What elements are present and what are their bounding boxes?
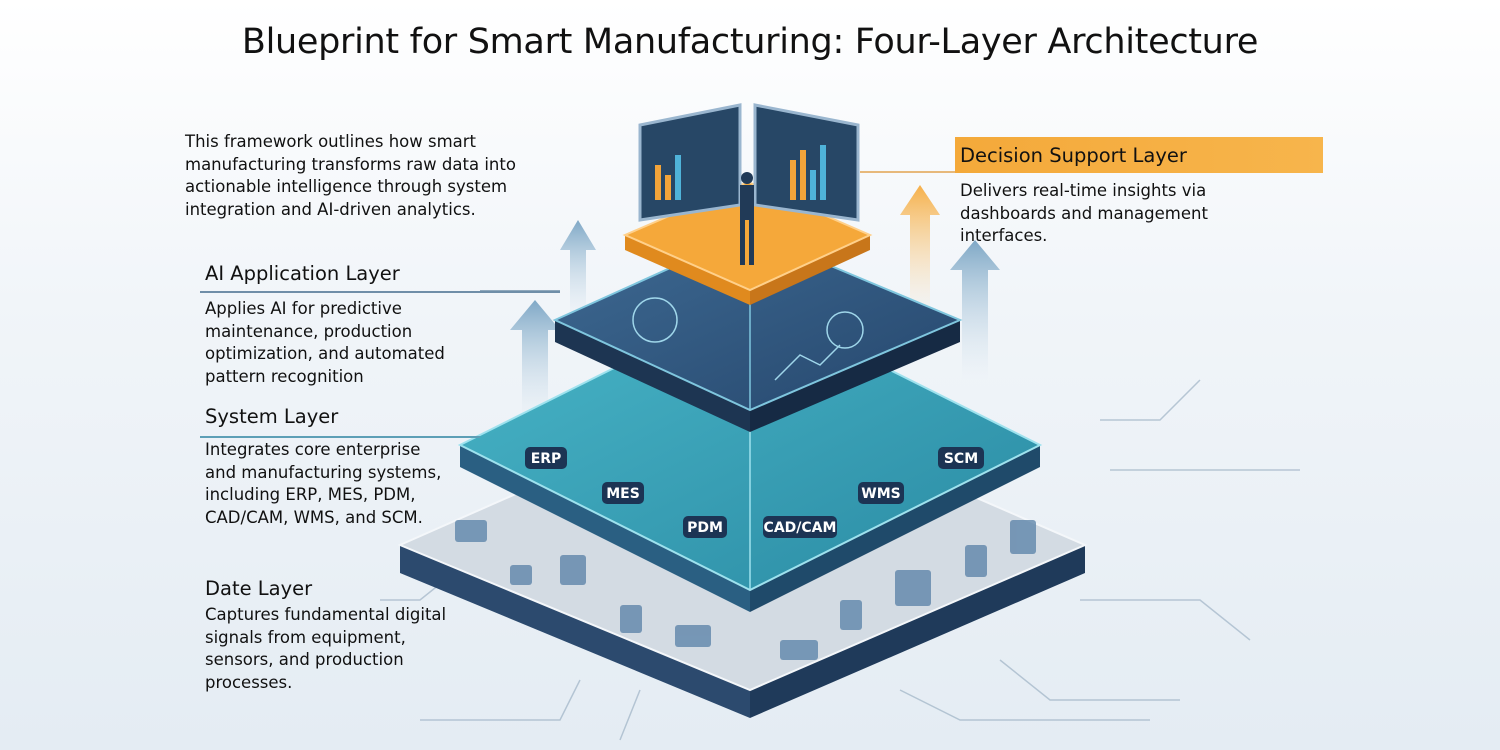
circuit-lines (380, 379, 1300, 741)
badge-label: SCM (944, 451, 978, 467)
badge-label: CAD/CAM (764, 520, 837, 536)
system-layer-divider (200, 436, 480, 438)
system-layer-heading: System Layer (205, 405, 339, 428)
system-layer-description: Integrates core enterprise and manufactu… (205, 440, 442, 527)
ai-layer-heading: AI Application Layer (205, 262, 400, 285)
badge-scm: SCM (938, 447, 984, 469)
data-layer-description: Captures fundamental digital signals fro… (205, 605, 447, 692)
decision-layer-description: Delivers real-time insights via dashboar… (960, 181, 1208, 245)
badge-label: ERP (531, 451, 562, 467)
badge-wms: WMS (858, 482, 904, 504)
system-badges: ERP MES PDM CAD/CAM WMS SCM (525, 447, 984, 538)
ai-layer-divider (200, 291, 560, 293)
badge-cadcam: CAD/CAM (763, 516, 837, 538)
upward-arrows (510, 185, 1000, 420)
decision-layer-heading: Decision Support Layer (960, 144, 1187, 167)
badge-label: PDM (687, 520, 723, 536)
ai-layer-description: Applies AI for predictive maintenance, p… (205, 299, 445, 386)
badge-label: MES (606, 486, 640, 502)
decision-layer-banner (955, 137, 1323, 173)
page-title: Blueprint for Smart Manufacturing: Four-… (241, 22, 1259, 62)
decision-layer-platform (622, 103, 873, 305)
badge-mes: MES (602, 482, 644, 504)
badge-pdm: PDM (683, 516, 727, 538)
badge-erp: ERP (525, 447, 567, 469)
intro-text: This framework outlines how smart manufa… (185, 132, 516, 219)
data-layer-heading: Date Layer (205, 577, 313, 600)
ai-layer-platform (552, 230, 963, 432)
system-layer-platform (457, 298, 1043, 612)
badge-label: WMS (861, 486, 900, 502)
